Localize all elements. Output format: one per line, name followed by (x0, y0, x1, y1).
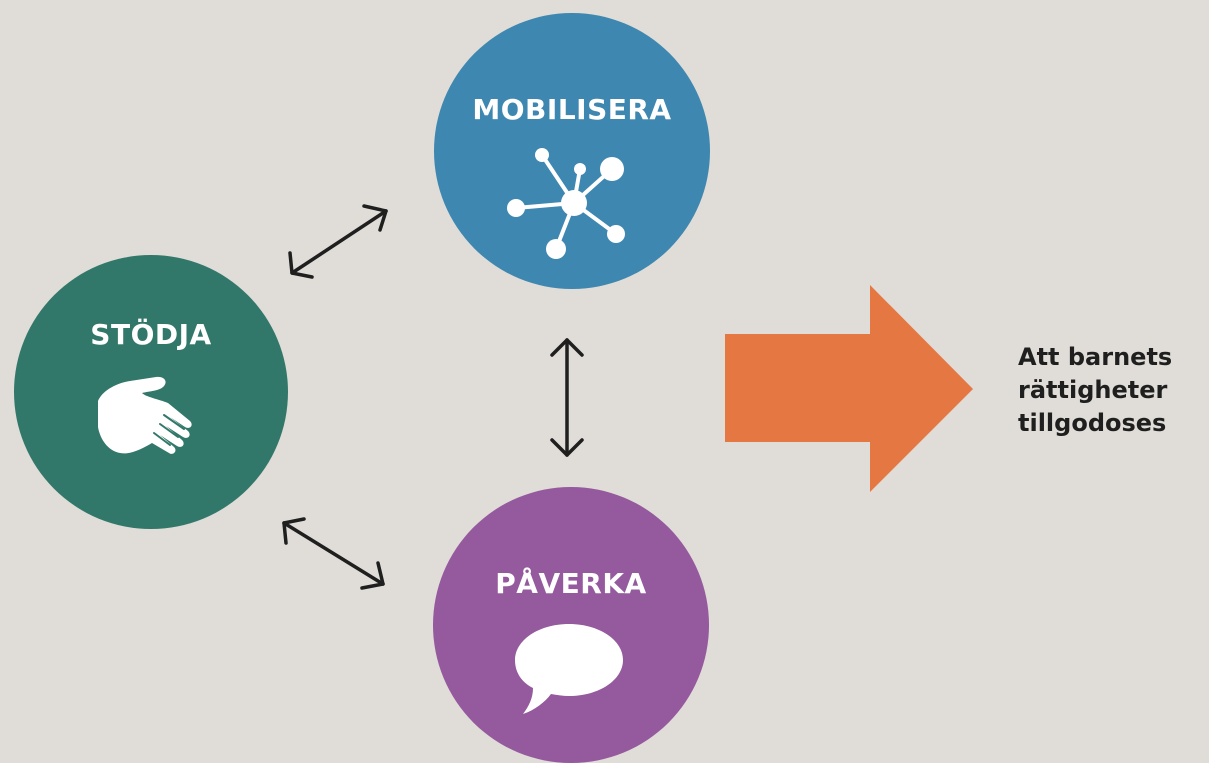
outcome-line-3: tillgodoses (1018, 409, 1167, 437)
arrow-stodja-paverka (282, 517, 385, 590)
outcome-arrow (725, 285, 973, 492)
node-label-paverka: PÅVERKA (495, 567, 647, 600)
arrow-mobilisera-paverka (550, 338, 584, 457)
outcome-line-2: rättigheter (1018, 376, 1168, 404)
speech-bubble-icon (515, 624, 623, 714)
node-mobilisera: MOBILISERA (434, 13, 710, 289)
node-paverka: PÅVERKA (433, 487, 709, 763)
arrow-stodja-mobilisera (288, 204, 388, 279)
outcome-line-1: Att barnets (1018, 343, 1173, 371)
hand-icon (98, 376, 192, 454)
node-label-mobilisera: MOBILISERA (472, 93, 672, 126)
outcome-text: Att barnets rättigheter tillgodoses (1018, 341, 1208, 440)
network-icon (507, 148, 625, 259)
node-stodja: STÖDJA (14, 255, 288, 529)
node-label-stodja: STÖDJA (90, 318, 212, 351)
